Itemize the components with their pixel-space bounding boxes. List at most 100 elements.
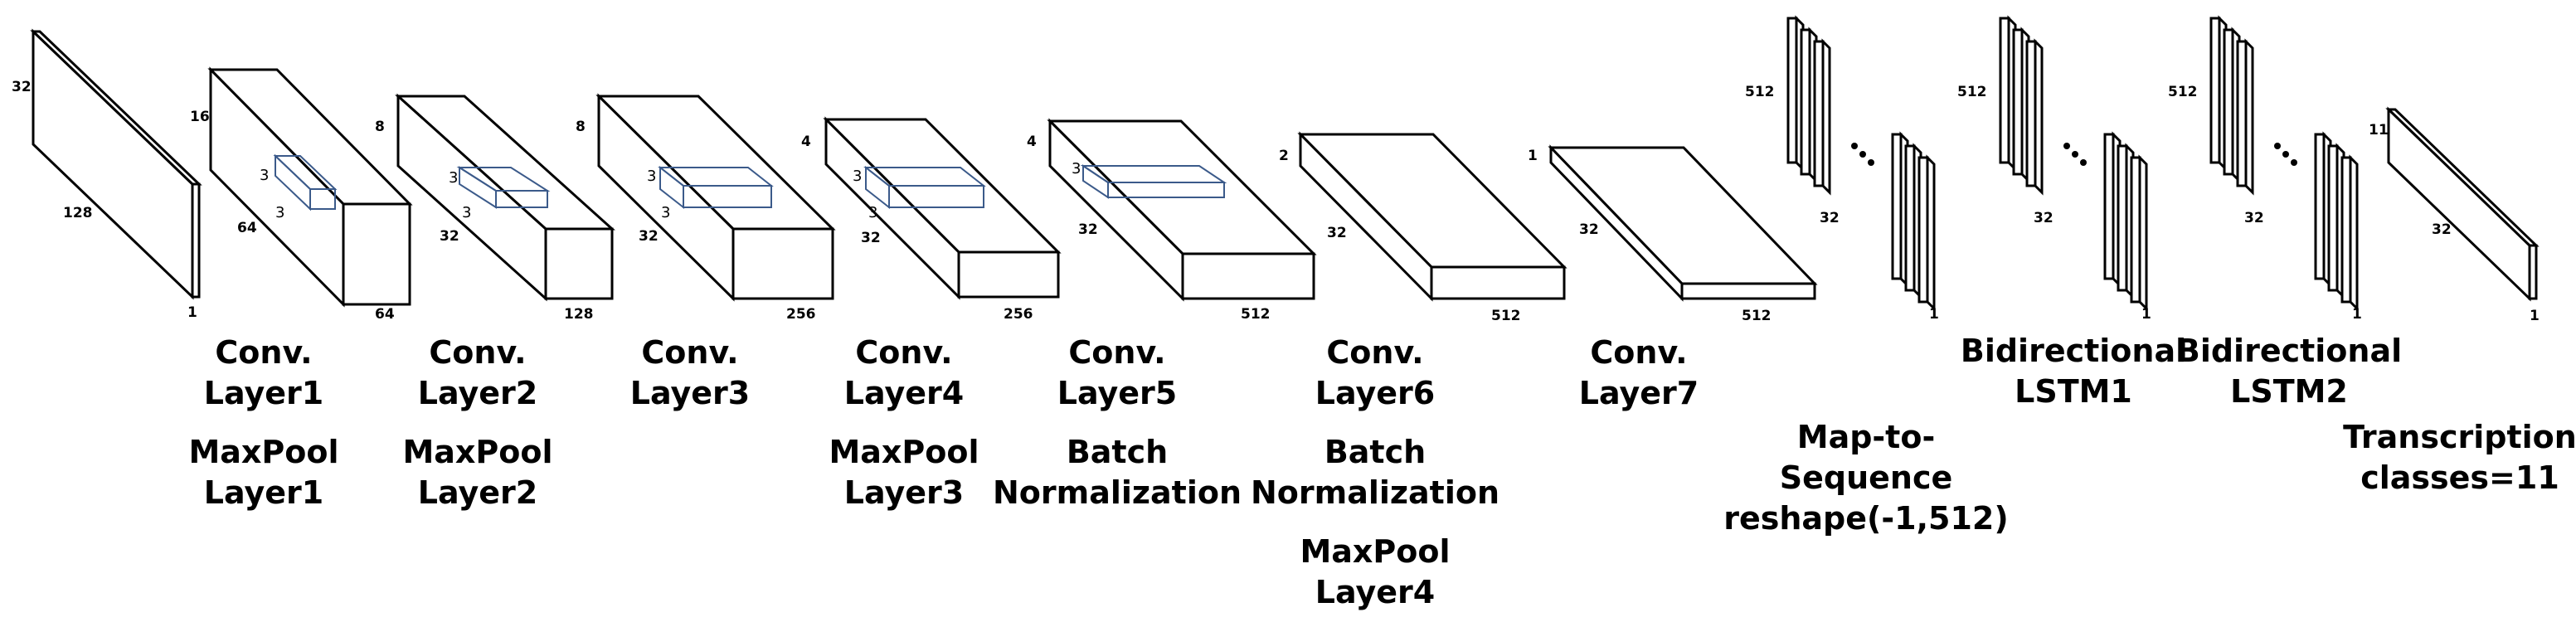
output-caption-line2: classes=11 [2360,459,2559,496]
conv2-block: 3 3 8 32 128 [375,93,615,323]
map2seq-caption-line1: Map-to- [1797,419,1935,455]
output-classes-label: 11 [2369,122,2389,138]
conv2-kernel-w-label: 3 [462,204,471,221]
input-length-label: 128 [63,205,93,221]
conv4-block: 3 3 4 32 256 [801,116,1062,323]
lstm2-depth-label: 1 [2352,306,2362,323]
conv5-caption-line4: Normalization [993,474,1242,511]
lstm1-steps-label: 32 [2034,210,2054,226]
output-depth-label: 1 [2530,308,2540,324]
lstm2-caption-line2: LSTM2 [2230,373,2348,410]
conv6-caption-line3: Batch [1324,434,1426,470]
conv3-block: 3 3 8 32 256 [576,93,836,323]
conv6-caption-line1: Conv. [1326,334,1423,371]
conv7-length-label: 32 [1579,221,1599,238]
lstm1-caption-line1: Bidirectional [1961,333,2186,369]
lstm1-caption-line2: LSTM1 [2015,373,2132,410]
conv1-depth-label: 16 [190,109,210,125]
conv7-channels-label: 512 [1742,308,1772,324]
map2seq-depth-label: 1 [1929,306,1939,323]
conv5-caption-line2: Layer5 [1057,375,1177,411]
conv6-caption-line2: Layer6 [1315,375,1435,411]
conv6-depth-label: 2 [1279,148,1289,164]
conv4-caption-line4: Layer3 [844,474,964,511]
lstm2-stack-right [2314,131,2359,312]
conv4-caption-line1: Conv. [855,334,952,371]
conv1-caption-line4: Layer1 [204,474,323,511]
conv3-length-label: 32 [639,228,659,245]
conv1-block: 3 3 16 64 64 [190,66,413,323]
conv6-caption-line4: Normalization [1251,474,1499,511]
map2seq-ellipsis [1851,143,1874,166]
conv2-caption-line2: Layer2 [418,375,537,411]
conv6-length-label: 32 [1327,225,1347,241]
conv2-caption-line4: Layer2 [418,474,537,511]
conv5-kernel [1080,164,1227,199]
conv4-caption-line2: Layer4 [844,375,964,411]
lstm1-block: 512 32 1 [1957,15,2151,323]
conv1-kernel-w-label: 3 [275,204,284,221]
conv3-caption-line2: Layer3 [630,375,750,411]
lstm1-ellipsis [2063,143,2087,166]
lstm1-stack-left [1999,15,2044,196]
lstm2-caption-line1: Bidirectional [2176,333,2402,369]
input-block: 32 128 1 [12,28,202,321]
conv5-kernel-h-label: 3 [1072,160,1081,177]
conv4-kernel [863,165,986,210]
lstm2-units-label: 512 [2168,84,2198,100]
conv2-kernel-h-label: 3 [449,169,458,187]
conv3-kernel-h-label: 3 [647,168,656,185]
conv3-channels-label: 256 [786,306,816,323]
conv7-caption-line2: Layer7 [1579,375,1699,411]
conv2-kernel [456,166,551,209]
conv7-caption-line1: Conv. [1590,334,1687,371]
conv2-depth-label: 8 [375,119,385,135]
lstm2-block: 512 32 1 [2168,15,2362,323]
conv6-caption-line5: MaxPool [1300,533,1450,570]
conv1-kernel [273,153,338,211]
conv1-channels-label: 64 [375,306,395,323]
map2seq-block: 512 32 1 [1745,15,1939,323]
lstm1-units-label: 512 [1957,84,1987,100]
conv4-kernel-h-label: 3 [853,168,862,185]
conv6-block: 2 32 512 [1279,131,1567,324]
conv2-caption-line3: MaxPool [402,434,552,470]
output-block: 11 32 1 [2369,106,2540,324]
conv2-channels-label: 128 [564,306,594,323]
conv3-kernel-w-label: 3 [661,204,670,221]
lstm2-ellipsis [2274,143,2297,166]
conv5-caption-line3: Batch [1067,434,1168,470]
conv7-block: 1 32 512 [1528,144,1818,324]
conv5-caption-line1: Conv. [1068,334,1165,371]
lstm2-steps-label: 32 [2244,210,2264,226]
output-steps-label: 32 [2432,221,2452,238]
conv5-channels-label: 512 [1241,306,1271,323]
conv6-channels-label: 512 [1491,308,1521,324]
conv1-kernel-h-label: 3 [260,167,269,184]
map2seq-stack-left [1786,15,1831,196]
conv4-caption-line3: MaxPool [829,434,979,470]
conv3-caption-line1: Conv. [641,334,738,371]
conv4-depth-label: 4 [801,134,811,150]
input-channels-label: 1 [187,304,197,321]
input-depth-label: 32 [12,79,32,95]
conv5-length-label: 32 [1078,221,1098,238]
conv6-caption-line6: Layer4 [1315,574,1435,610]
conv7-depth-label: 1 [1528,148,1538,164]
map2seq-caption-line2: Sequence [1780,459,1953,496]
map2seq-caption-line3: reshape(-1,512) [1723,500,2009,537]
conv4-length-label: 32 [861,230,881,246]
conv4-channels-label: 256 [1004,306,1033,323]
lstm1-stack-right [2103,131,2148,312]
output-caption-line1: Transcription [2343,419,2576,455]
conv5-depth-label: 4 [1027,134,1037,150]
conv1-caption-line2: Layer1 [204,375,323,411]
conv1-length-label: 64 [237,220,257,236]
conv3-depth-label: 8 [576,119,586,135]
map2seq-units-label: 512 [1745,84,1775,100]
conv3-kernel [658,165,774,210]
map2seq-stack-right [1891,131,1936,312]
conv1-caption-line1: Conv. [215,334,312,371]
lstm2-stack-left [2209,15,2254,196]
